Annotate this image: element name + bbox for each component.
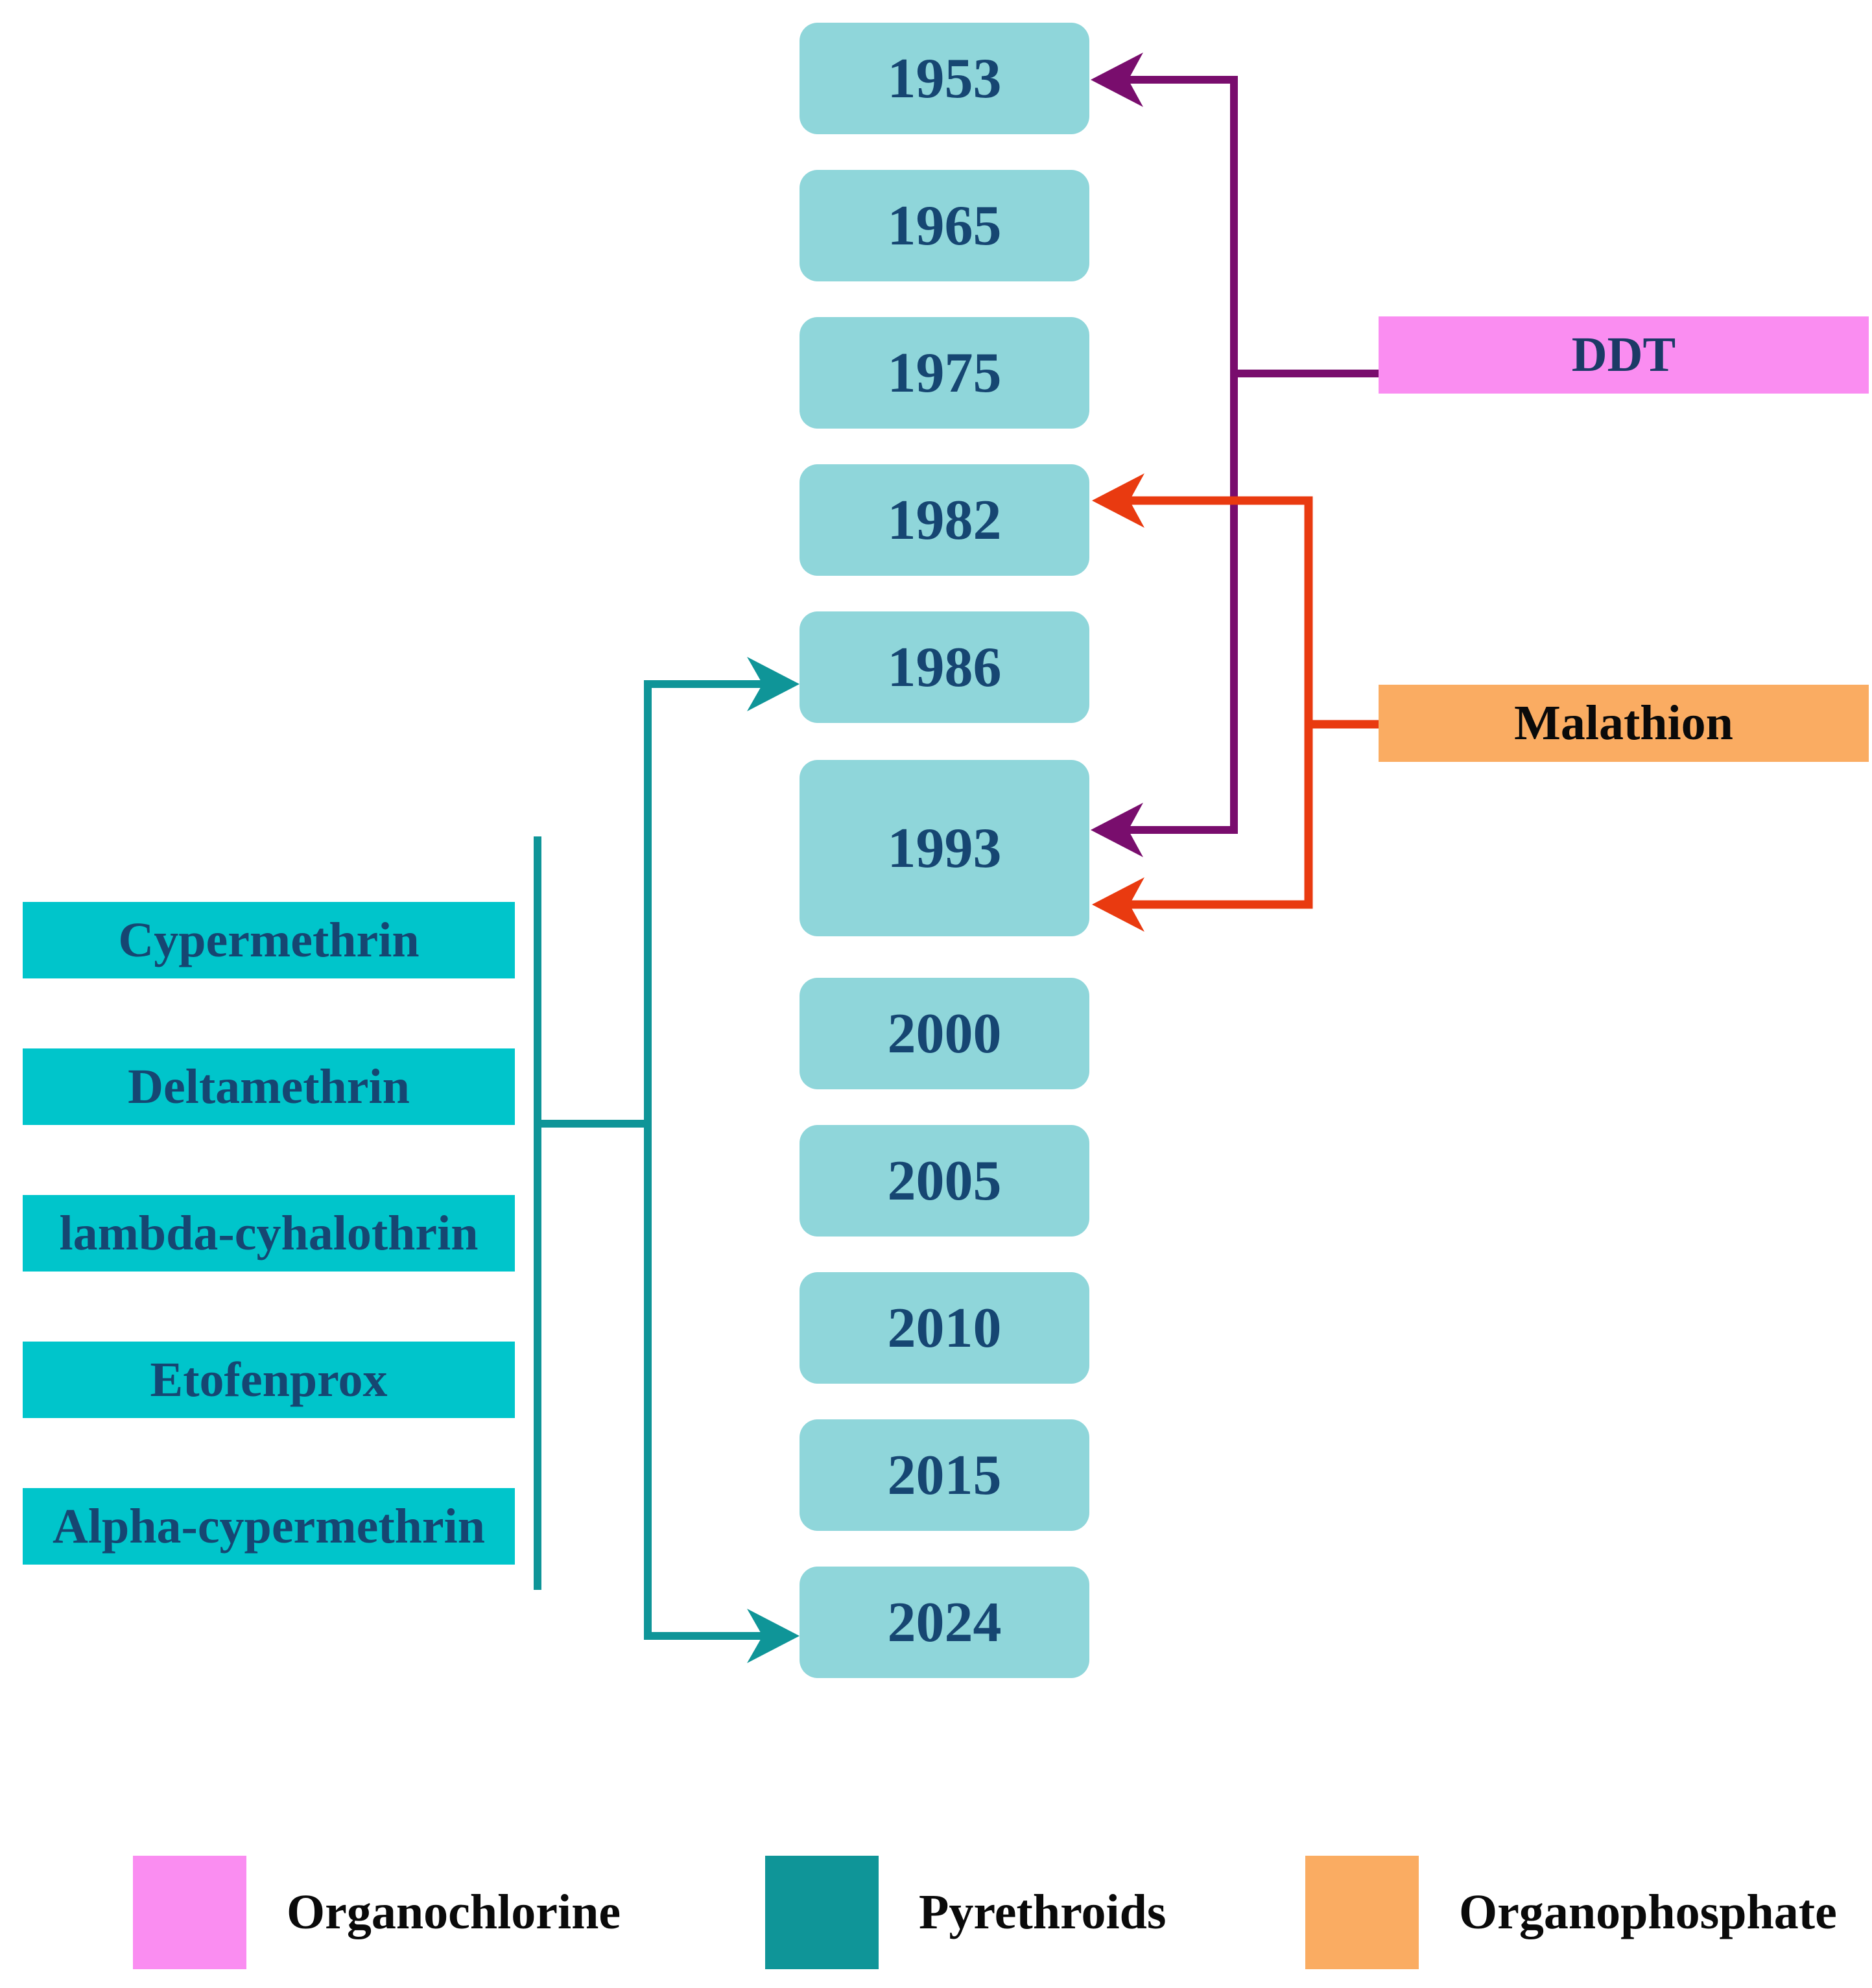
legend-label: Organochlorine: [287, 1885, 621, 1939]
year-node-1982: 1982: [800, 464, 1089, 576]
year-node-1975: 1975: [800, 317, 1089, 429]
malathion-node: Malathion: [1379, 685, 1869, 762]
ddt-connector: [1106, 76, 1379, 834]
legend-item-pyrethroids: Pyrethroids: [765, 1856, 1166, 1969]
arrowhead-right-1986-icon: [747, 657, 800, 711]
year-node-1953: 1953: [800, 23, 1089, 134]
legend-item-organochlorine: Organochlorine: [133, 1856, 621, 1969]
pyrethroids-color-swatch: [765, 1856, 879, 1969]
arrowhead-right-2024-icon: [747, 1609, 800, 1663]
year-node-1965: 1965: [800, 170, 1089, 281]
legend-label: Pyrethroids: [919, 1885, 1167, 1939]
pyrethroids-connector: [534, 680, 764, 1640]
ddt-main-line: [1106, 76, 1238, 834]
year-node-2015: 2015: [800, 1419, 1089, 1531]
arrowhead-left-1993-purple-icon: [1091, 803, 1143, 857]
pyrethroid-node-etofenprox: Etofenprox: [23, 1342, 515, 1418]
legend-item-organophosphate: Organophosphate: [1305, 1856, 1837, 1969]
ddt-node: DDT: [1379, 316, 1869, 394]
year-node-2000: 2000: [800, 978, 1089, 1089]
pyrethroid-node-cypermethrin: Cypermethrin: [23, 902, 515, 978]
year-node-2010: 2010: [800, 1272, 1089, 1384]
legend-label: Organophosphate: [1459, 1885, 1837, 1939]
year-node-1986: 1986: [800, 611, 1089, 723]
pyrethroids-branch-line: [644, 680, 764, 1640]
organophosphate-color-swatch: [1305, 1856, 1419, 1969]
arrowhead-left-1982-icon: [1092, 473, 1144, 528]
organochlorine-color-swatch: [133, 1856, 246, 1969]
pyrethroid-node-lambda-cyhalothrin: lambda-cyhalothrin: [23, 1195, 515, 1272]
malathion-main-line: [1108, 496, 1313, 909]
pyrethroid-node-alpha-cypermethrin: Alpha-cypermethrin: [23, 1488, 515, 1565]
year-node-1993: 1993: [800, 760, 1089, 936]
pyrethroid-node-deltamethrin: Deltamethrin: [23, 1048, 515, 1125]
year-node-2024: 2024: [800, 1567, 1089, 1678]
year-node-2005: 2005: [800, 1125, 1089, 1237]
malathion-connector: [1108, 496, 1379, 909]
arrowhead-left-1953-icon: [1091, 53, 1143, 107]
arrowhead-left-1993-red-icon: [1092, 877, 1144, 932]
